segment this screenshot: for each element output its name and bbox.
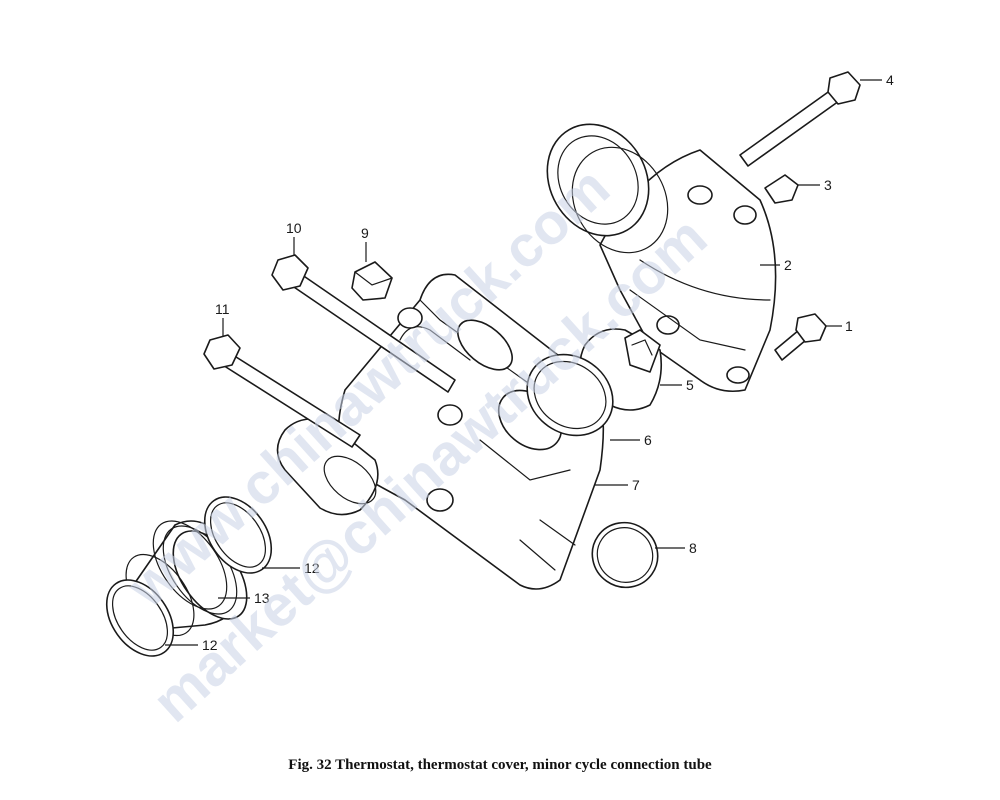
bolt-10 xyxy=(271,254,456,393)
callout-4: 4 xyxy=(886,72,894,88)
callout-12-lower: 12 xyxy=(202,637,218,653)
callout-8: 8 xyxy=(689,540,697,556)
callout-2: 2 xyxy=(784,257,792,273)
plug-9 xyxy=(351,261,393,301)
figure-caption: Fig. 32 Thermostat, thermostat cover, mi… xyxy=(288,757,712,773)
bolt-4 xyxy=(739,71,861,167)
bolt-1 xyxy=(774,313,827,361)
callout-12-upper: 12 xyxy=(304,560,320,576)
callout-11: 11 xyxy=(215,301,230,317)
thermostat-seal-ring xyxy=(526,353,614,437)
o-ring-12-lower xyxy=(105,579,175,657)
o-ring-8 xyxy=(591,521,659,589)
leader-lines xyxy=(165,79,882,646)
callout-5: 5 xyxy=(686,377,694,393)
callout-1: 1 xyxy=(845,318,853,334)
callout-6: 6 xyxy=(644,432,652,448)
callout-10: 10 xyxy=(286,220,302,236)
bolt-11 xyxy=(203,334,361,448)
callout-7: 7 xyxy=(632,477,640,493)
callout-13: 13 xyxy=(254,590,270,606)
callout-9: 9 xyxy=(361,225,369,241)
o-ring-12-upper xyxy=(203,496,273,574)
bolt-3 xyxy=(764,174,799,204)
callout-3: 3 xyxy=(824,177,832,193)
thermostat-cover xyxy=(546,123,777,393)
